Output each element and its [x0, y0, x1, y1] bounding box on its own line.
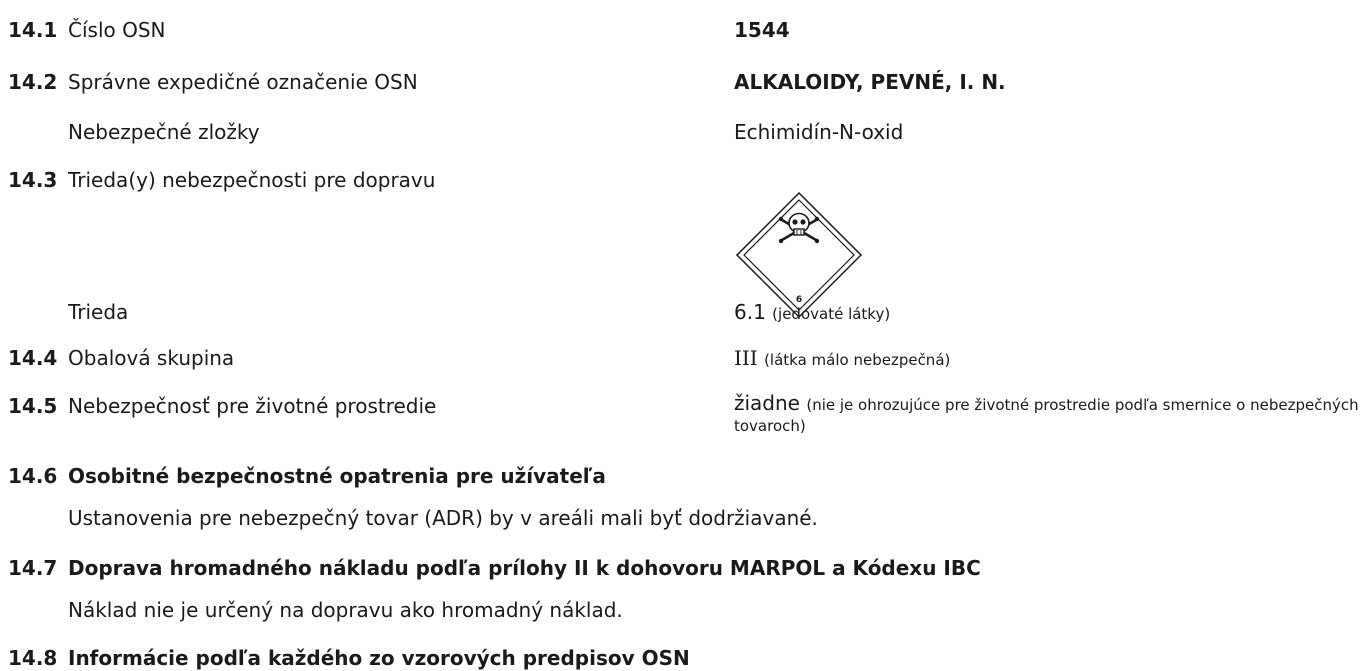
skull-crossbones-icon: 6 — [735, 191, 863, 319]
hazard-class-number: 6 — [796, 295, 802, 305]
environmental-hazard-note: (nie je ohrozujúce pre životné prostredi… — [734, 396, 1359, 435]
packing-group-code: III — [734, 346, 758, 370]
field-label: Trieda(y) nebezpečnosti pre dopravu — [68, 168, 436, 192]
section-heading: Informácie podľa každého zo vzorových pr… — [68, 646, 690, 670]
section-text: Náklad nie je určený na dopravu ako hrom… — [68, 598, 623, 622]
section-number: 14.4 — [8, 346, 58, 370]
section-number: 14.3 — [8, 168, 58, 192]
hazardous-components-value: Echimidín-N-oxid — [734, 120, 904, 144]
field-label: Trieda — [68, 300, 129, 324]
hazard-class-label: 6 — [734, 190, 864, 320]
field-label: Nebezpečné zložky — [68, 120, 260, 144]
field-label: Obalová skupina — [68, 346, 235, 370]
section-number: 14.2 — [8, 70, 58, 94]
class-code: 6.1 — [734, 300, 766, 324]
shipping-name-value: ALKALOIDY, PEVNÉ, I. N. — [734, 70, 1006, 94]
packing-group-note: (látka málo nebezpečná) — [764, 351, 951, 369]
section-heading: Osobitné bezpečnostné opatrenia pre užív… — [68, 464, 606, 488]
section-text: Ustanovenia pre nebezpečný tovar (ADR) b… — [68, 506, 818, 530]
section-number: 14.7 — [8, 556, 58, 580]
environmental-hazard-value: žiadne (nie je ohrozujúce pre životné pr… — [734, 391, 1364, 436]
environmental-hazard-code: žiadne — [734, 391, 800, 415]
section-heading: Doprava hromadného nákladu podľa prílohy… — [68, 556, 981, 580]
field-label: Správne expedičné označenie OSN — [68, 70, 418, 94]
section-number: 14.5 — [8, 394, 58, 418]
field-label: Číslo OSN — [68, 18, 166, 42]
field-label: Nebezpečnosť pre životné prostredie — [68, 394, 437, 418]
class-note: (jedovaté látky) — [772, 305, 891, 323]
section-number: 14.1 — [8, 18, 58, 42]
class-value: 6.1 (jedovaté látky) — [734, 300, 890, 324]
section-number: 14.6 — [8, 464, 58, 488]
section-number: 14.8 — [8, 646, 58, 670]
packing-group-value: III (látka málo nebezpečná) — [734, 346, 950, 370]
un-number-value: 1544 — [734, 18, 790, 42]
